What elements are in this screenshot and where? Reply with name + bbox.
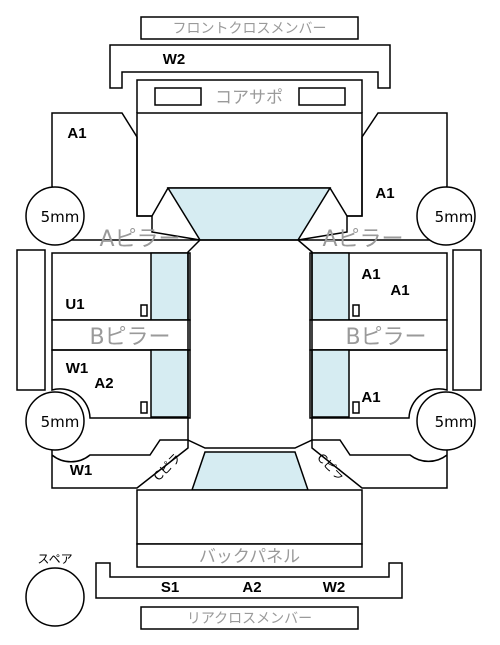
left-quarter-outline — [51, 439, 189, 489]
left-rear-door-grade-a: A2 — [94, 375, 113, 392]
core-support-right-lamp — [298, 87, 346, 106]
front-left-tread-depth: 5mm — [41, 208, 80, 226]
rear-right-tread-depth: 5mm — [435, 413, 474, 431]
left-b-pillar-label: Bピラー — [89, 325, 170, 350]
trunk-lid — [136, 489, 363, 545]
left-front-fender-grade: A1 — [67, 125, 86, 142]
rear-left-tread-depth: 5mm — [41, 413, 80, 431]
right-front-fender-grade: A1 — [375, 185, 394, 202]
core-support-label: コアサポ — [215, 88, 283, 108]
rear-window — [190, 451, 310, 491]
left-a-pillar-label: Aピラー — [99, 227, 180, 252]
front-cross-member-box — [140, 16, 359, 40]
rear-cross-member-box — [140, 606, 359, 630]
left-quarter-grade: W1 — [70, 462, 93, 479]
front-cross-member-label: フロントクロスメンバー — [173, 21, 327, 37]
left-b-pillar-box — [51, 319, 191, 351]
right-front-door-grade-1: A1 — [361, 266, 380, 283]
left-rocker-panel — [16, 249, 46, 391]
right-b-pillar-box — [309, 319, 448, 351]
right-front-door-grade-2: A1 — [390, 282, 409, 299]
front-left-tire — [25, 186, 85, 246]
back-panel-box — [136, 543, 363, 568]
rear-right-tire — [416, 391, 476, 451]
right-rear-door-handle — [352, 401, 360, 414]
back-panel-label: バックパネル — [199, 547, 300, 567]
spare-tire-label: スペア — [37, 552, 72, 566]
front-right-tread-depth: 5mm — [435, 208, 474, 226]
right-rocker-panel — [452, 249, 482, 391]
right-front-door-handle — [352, 304, 360, 317]
front-bumper-outline — [109, 44, 391, 89]
rear-bumper-grade-w2: W2 — [323, 579, 346, 596]
left-rear-door-handle — [140, 401, 148, 414]
right-front-door-window — [311, 252, 350, 321]
right-rear-door-outline — [309, 349, 448, 419]
left-front-door-grade: U1 — [65, 296, 84, 313]
right-rear-door-grade: A1 — [361, 389, 380, 406]
rear-left-tire — [25, 391, 85, 451]
left-rear-door-grade-w: W1 — [66, 360, 89, 377]
core-support-left-lamp — [154, 87, 202, 106]
right-c-pillar-label: Cピラ — [314, 451, 347, 484]
left-rear-door-outline — [51, 349, 191, 419]
core-support-outline — [136, 79, 363, 113]
right-b-pillar-label: Bピラー — [345, 325, 426, 350]
rear-cross-member-label: リアクロスメンバー — [187, 611, 312, 627]
front-bumper-grade: W2 — [163, 51, 186, 68]
rear-bumper-grade-s1: S1 — [161, 579, 179, 596]
left-front-door-handle — [140, 304, 148, 317]
rear-bumper-outline — [95, 562, 403, 599]
rear-bumper-grade-a2: A2 — [242, 579, 261, 596]
roof-outline — [187, 239, 313, 449]
right-rear-door-window — [311, 349, 350, 418]
right-a-pillar-label: Aピラー — [322, 227, 403, 252]
spare-tire — [25, 567, 85, 627]
right-quarter-outline — [311, 439, 448, 489]
windshield — [166, 187, 332, 241]
front-right-tire — [416, 186, 476, 246]
left-rear-door-window — [150, 349, 189, 418]
left-front-door-window — [150, 252, 189, 321]
